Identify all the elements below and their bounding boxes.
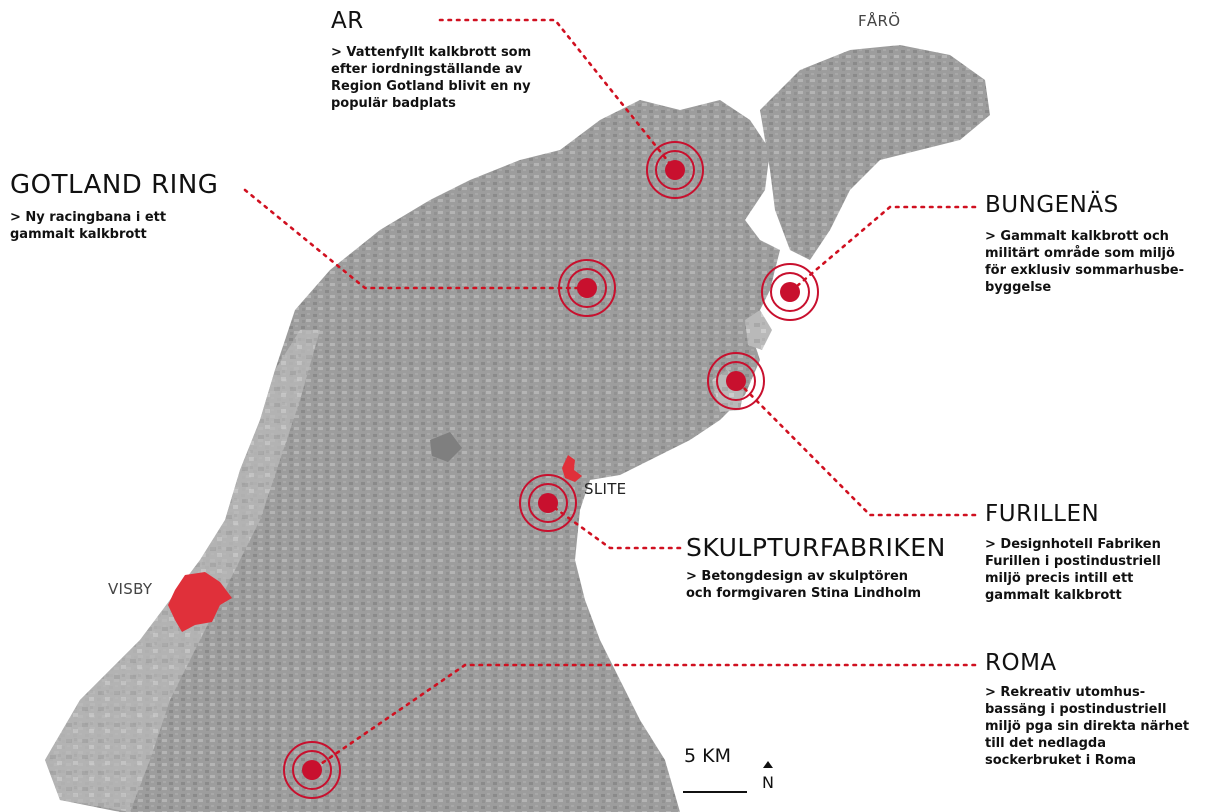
marker-bungenas[interactable] (761, 263, 819, 321)
leader-line-bungenas (788, 205, 977, 294)
scale-label: 5 KM (684, 745, 731, 767)
north-label: N (762, 773, 774, 792)
visby-area (168, 572, 232, 632)
place-label-faro: FÅRÖ (858, 12, 901, 30)
leader-line-skulpturfabriken (546, 501, 682, 550)
north-arrow-icon (763, 761, 773, 768)
marker-ar[interactable] (646, 141, 704, 199)
marker-roma[interactable] (283, 741, 341, 799)
site-description-gotland-ring: > Ny racingbana i ett gammalt kalkbrott (10, 210, 167, 242)
marker-skulpturfabriken[interactable] (519, 474, 577, 532)
site-description-roma: > Rekreativ utomhus-bassäng i postindust… (985, 685, 1190, 768)
site-description-skulpturfabriken: > Betongdesign av skulptören och formgiv… (686, 569, 922, 601)
site-description-ar: > Vattenfyllt kalkbrott som efter iordni… (331, 45, 532, 111)
place-label-visby: VISBY (108, 580, 153, 598)
leader-line-furillen (736, 380, 977, 517)
site-title-ar: AR (331, 8, 364, 34)
marker-furillen[interactable] (707, 352, 765, 410)
site-description-furillen: > Designhotell Fabriken Furillen i posti… (985, 537, 1161, 603)
islet (745, 310, 772, 350)
leader-line-gotland-ring (243, 188, 592, 290)
faro-island (760, 45, 990, 260)
site-title-furillen: FURILLEN (985, 501, 1100, 527)
site-title-bungenas: BUNGENÄS (985, 192, 1119, 218)
place-label-slite: SLITE (584, 480, 627, 498)
slite-area (562, 455, 582, 482)
marker-gotland-ring[interactable] (558, 259, 616, 317)
site-title-skulpturfabriken: SKULPTURFABRIKEN (686, 533, 946, 562)
site-title-roma: ROMA (985, 650, 1057, 676)
gotland-landmass (45, 100, 780, 812)
site-title-gotland-ring: GOTLAND RING (10, 170, 219, 200)
site-description-bungenas: > Gammalt kalkbrott och militärt område … (985, 229, 1184, 295)
lake (430, 432, 462, 462)
west-coast-terrain (45, 330, 320, 812)
leader-line-roma (310, 663, 977, 772)
